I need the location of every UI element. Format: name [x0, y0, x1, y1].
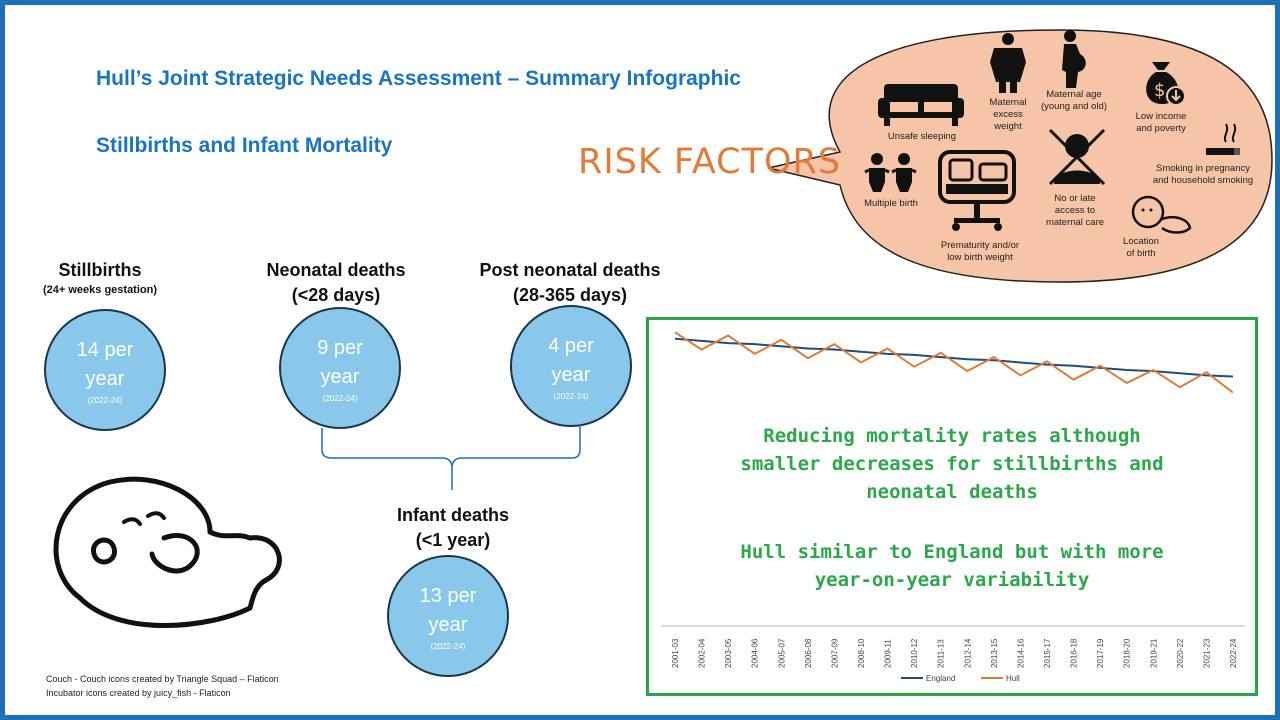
- x-tick-label: 2004-06: [751, 638, 760, 668]
- series-line-hull: [674, 331, 1234, 394]
- post-neonatal-heading: Post neonatal deaths(28-365 days): [479, 260, 661, 305]
- x-tick-label: 2012-14: [963, 638, 972, 668]
- post-neonatal-circle: 4 per year (2022-24): [510, 305, 632, 427]
- couch-icon: [878, 84, 964, 126]
- x-tick-label: 2016-18: [1070, 638, 1079, 668]
- cigarette-icon: [1206, 123, 1240, 155]
- x-tick-label: 2002-04: [698, 638, 707, 668]
- x-tick-label: 2011-13: [937, 639, 946, 668]
- x-tick-label: 2019-21: [1149, 638, 1158, 668]
- series-line-england: [674, 337, 1234, 378]
- risk-factors-title: RISK FACTORS: [578, 142, 842, 182]
- legend-label: Hull: [1006, 674, 1020, 683]
- trend-chart: 2001-03 2002-04 2003-05 2004-06 2005-07 2006-…: [661, 331, 1245, 683]
- baby-icon: [53, 476, 282, 628]
- neonatal-circle: 9 per year (2022-24): [279, 307, 401, 429]
- svg-text:$: $: [1154, 80, 1165, 101]
- baby-location-icon: [1131, 195, 1192, 234]
- no-maternal-care-icon: [1048, 128, 1106, 186]
- maternal-weight-icon: [990, 33, 1026, 93]
- twins-icon: [864, 153, 917, 192]
- unsafe-sleeping-label: Unsafe sleeping: [887, 131, 957, 142]
- x-tick-label: 2021-23: [1202, 638, 1211, 668]
- page-subtitle: Stillbirths and Infant Mortality: [96, 134, 393, 157]
- money-bag-icon: $: [1146, 62, 1186, 106]
- x-tick-label: 2013-15: [990, 638, 999, 668]
- stillbirths-heading: Stillbirths (24+ weeks gestation): [42, 260, 158, 296]
- x-tick-label: 2022-24: [1229, 638, 1238, 668]
- x-tick-label: 2015-17: [1043, 638, 1052, 668]
- legend-label: England: [926, 674, 955, 683]
- infant-circle: 13 per year (2022-24): [387, 555, 509, 677]
- x-tick-label: 2009-11: [884, 639, 893, 668]
- x-tick-label: 2017-19: [1096, 638, 1105, 668]
- trend-chart-panel: 2001-03 2002-04 2003-05 2004-06 2005-07 2006-…: [646, 317, 1258, 696]
- multiple-birth-label: Multiple birth: [864, 198, 918, 209]
- pregnant-woman-icon: [1062, 30, 1086, 88]
- stillbirths-circle: 14 per year (2022-24): [44, 309, 166, 431]
- x-tick-label: 2007-09: [830, 638, 839, 668]
- x-tick-label: 2005-07: [777, 638, 786, 668]
- icon-credits: Couch - Couch icons created by Triangle …: [46, 674, 279, 698]
- x-tick-label: 2014-16: [1016, 638, 1025, 668]
- maternal-age-label: Maternal age(young and old): [1040, 89, 1108, 112]
- x-tick-label: 2010-12: [910, 638, 919, 668]
- x-tick-label: 2018-20: [1123, 638, 1132, 668]
- infant-heading: Infant deaths(<1 year): [396, 505, 509, 550]
- x-tick-label: 2001-03: [671, 638, 680, 668]
- x-tick-label: 2008-10: [857, 638, 866, 668]
- neonatal-heading: Neonatal deaths(<28 days): [266, 260, 406, 305]
- incubator-icon: [938, 150, 1016, 231]
- x-tick-label: 2020-22: [1176, 638, 1185, 668]
- page-title: Hull’s Joint Strategic Needs Assessment …: [96, 67, 741, 90]
- x-tick-label: 2006-08: [804, 638, 813, 668]
- x-tick-label: 2003-05: [724, 638, 733, 668]
